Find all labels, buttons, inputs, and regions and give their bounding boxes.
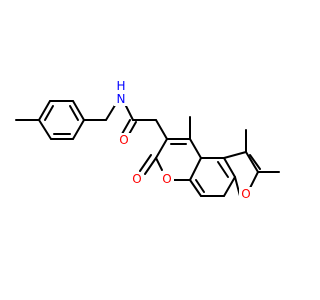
bond-lines [15, 100, 280, 197]
furan-oxygen-atom: O [241, 187, 250, 201]
bond [223, 176, 236, 197]
bond [249, 154, 261, 170]
bond [217, 161, 229, 178]
bond [189, 179, 202, 197]
carbonyl-oxygen-atom: O [132, 172, 141, 186]
bond [189, 157, 202, 181]
bond [121, 119, 131, 135]
bond [155, 157, 163, 171]
bond [38, 100, 51, 121]
bond [189, 138, 202, 159]
bond [69, 105, 79, 121]
amide-nh-label: N H [114, 79, 128, 106]
label-mask [117, 133, 131, 147]
nitrogen-atom: N [117, 92, 126, 106]
amide-oxygen-label: O [117, 133, 131, 147]
label-mask [239, 187, 253, 201]
bond [72, 100, 85, 121]
bond [72, 119, 85, 140]
label-mask [114, 92, 128, 106]
bond [195, 179, 205, 193]
structure-diagram: N H O O O O [15, 79, 280, 201]
bond [144, 157, 157, 175]
label-mask [130, 172, 144, 186]
bond [223, 157, 236, 178]
nitrogen-hydrogen: H [116, 79, 125, 93]
bond [38, 119, 52, 140]
amide-oxygen-atom: O [119, 133, 128, 147]
bond [139, 154, 152, 172]
bond [245, 151, 259, 173]
pyran-oxygen-label: O [160, 172, 174, 186]
atom-labels: N H O O O O [114, 79, 253, 201]
bond [223, 151, 247, 159]
label-mask [114, 79, 128, 92]
bond [44, 105, 54, 121]
bond [155, 138, 168, 159]
label-mask [160, 172, 174, 186]
bond [249, 171, 259, 189]
ring-oxygen-atom: O [162, 172, 171, 186]
molecule-canvas: N H O O O O [15, 79, 280, 201]
bond [155, 119, 168, 140]
lactone-carbonyl-oxygen-label: O [130, 172, 144, 186]
furan-oxygen-label: O [239, 187, 253, 201]
